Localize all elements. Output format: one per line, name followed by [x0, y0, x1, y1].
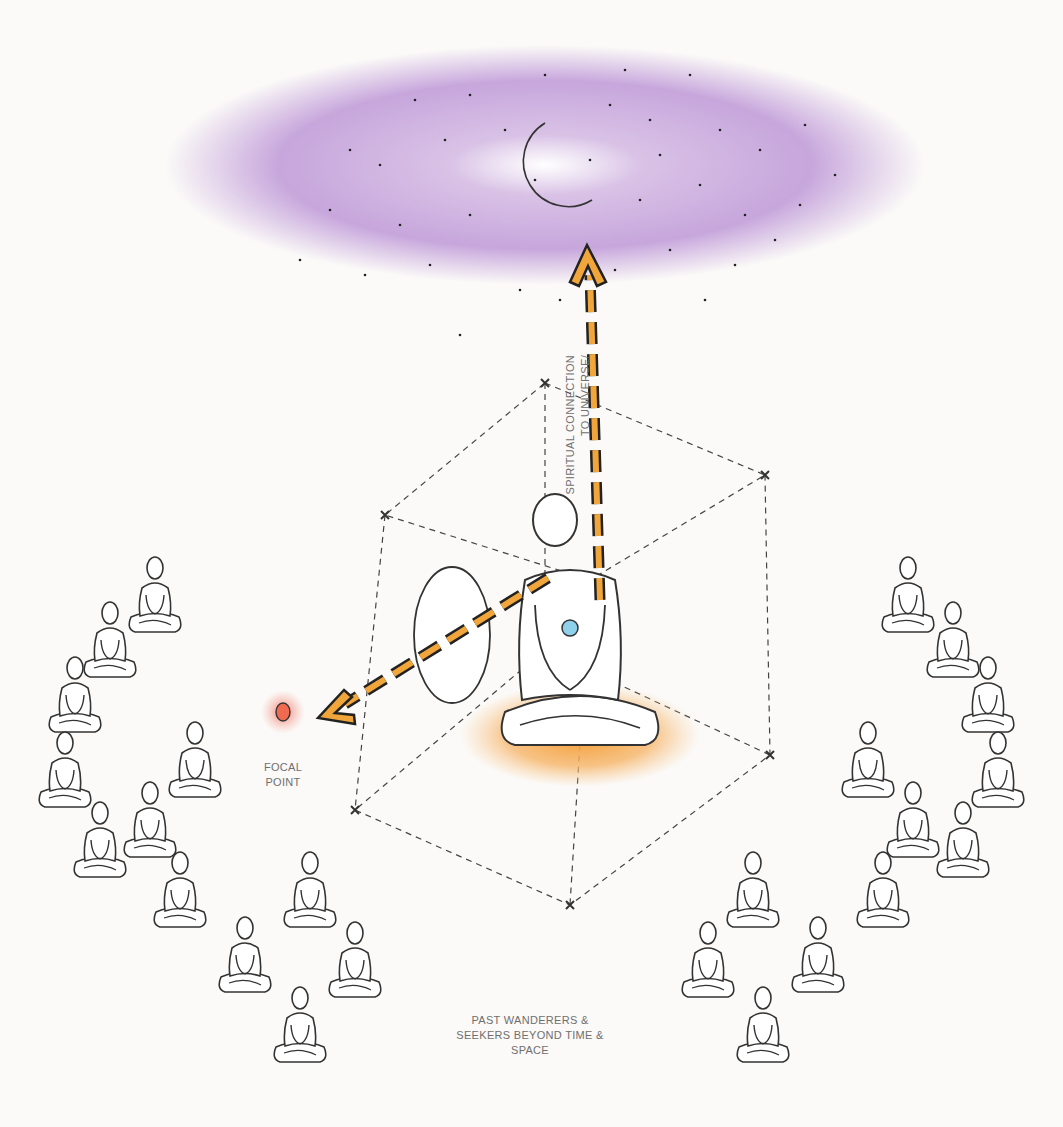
seated-seekers [39, 557, 1024, 1062]
stars [299, 69, 837, 337]
dashed-cube [355, 383, 770, 905]
cube-corners [351, 379, 774, 909]
focal-point-dot [276, 703, 290, 721]
focal-label: FOCAL POINT [248, 760, 318, 790]
night-sky [165, 45, 925, 285]
focal-glow [261, 690, 305, 734]
floor-glow [460, 683, 700, 787]
seekers-label: PAST WANDERERS & SEEKERS BEYOND TIME & S… [455, 1013, 605, 1058]
crescent-moon [523, 123, 592, 207]
arrow-label: SPIRITUAL CONNECTION TO UNIVERSE/ [563, 355, 593, 505]
meditating-figure [502, 494, 659, 745]
gaze-arrow [318, 578, 548, 724]
